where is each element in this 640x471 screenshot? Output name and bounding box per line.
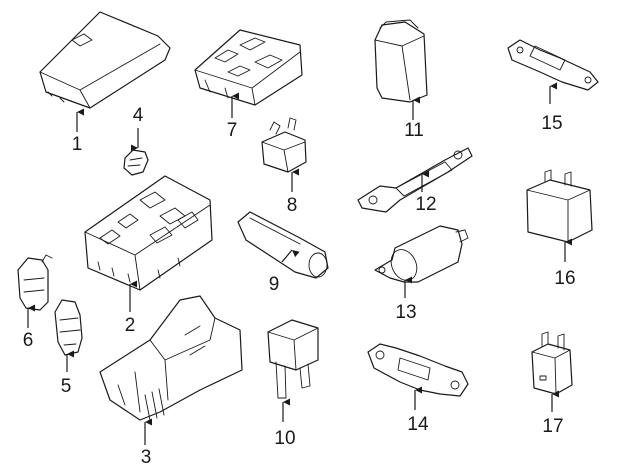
callout-16: 16 — [554, 268, 575, 289]
part-13-barrel-fuse — [374, 225, 469, 298]
callout-15: 15 — [541, 113, 562, 134]
callout-5: 5 — [61, 376, 72, 397]
part-4-clip — [123, 128, 149, 176]
part-6-connector-housing — [17, 254, 53, 328]
callout-11: 11 — [404, 120, 424, 141]
part-3-bracket — [99, 295, 243, 445]
part-5-connector — [54, 299, 83, 372]
part-2-junction-block — [84, 175, 213, 312]
part-7-control-module — [194, 29, 303, 118]
callout-9: 9 — [269, 274, 280, 295]
callout-17: 17 — [542, 416, 563, 437]
part-15-strip-fuse — [507, 39, 599, 104]
callout-12: 12 — [415, 194, 436, 215]
part-17-micro-relay — [531, 331, 573, 412]
part-12-bolt-fuse — [357, 147, 473, 213]
part-1-fuse-box-cover — [39, 11, 171, 132]
callout-7: 7 — [227, 120, 238, 141]
callout-6: 6 — [23, 330, 34, 351]
callout-2: 2 — [125, 315, 136, 336]
part-9-sleeve — [237, 211, 329, 279]
callout-1: 1 — [72, 134, 83, 155]
callout-8: 8 — [287, 195, 298, 216]
part-11-cartridge-fuse — [374, 19, 428, 120]
callout-3: 3 — [141, 447, 152, 468]
part-16-relay — [526, 169, 593, 262]
part-14-link-fuse — [367, 343, 469, 410]
part-8-relay-terminal — [261, 117, 307, 192]
part-10-maxi-fuse — [267, 319, 319, 422]
callout-4: 4 — [133, 105, 144, 126]
callout-14: 14 — [407, 414, 429, 435]
callout-10: 10 — [274, 428, 295, 449]
callout-13: 13 — [395, 302, 416, 323]
